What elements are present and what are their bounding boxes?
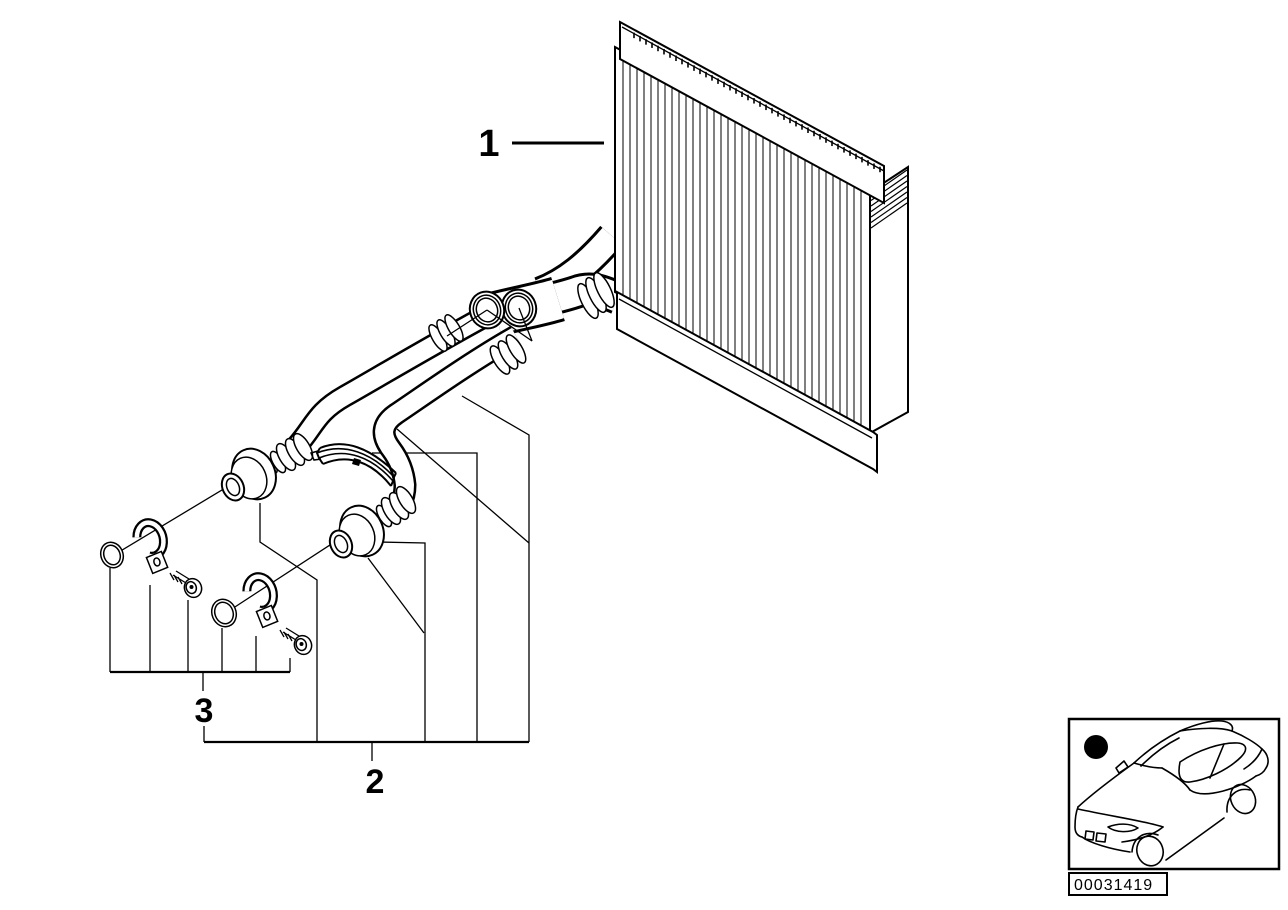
- o-ring-2: [210, 598, 238, 628]
- retaining-clip-1: [132, 518, 169, 575]
- callout-2-label: 2: [366, 763, 385, 801]
- top-band-serrations: [633, 32, 881, 173]
- fastener-set: [99, 518, 313, 656]
- heater-core-bottom-band: [616, 290, 878, 474]
- mounting-bracket: [309, 443, 397, 487]
- image-code: 00031419: [1068, 872, 1168, 896]
- location-dot-icon: [1084, 735, 1108, 759]
- retaining-clip-2: [242, 572, 279, 629]
- tube-2-ribbed-end: [375, 485, 417, 528]
- image-code-box: [1068, 872, 1168, 896]
- heater-core-fins: [622, 52, 862, 426]
- car-outline-icon: [1074, 720, 1269, 867]
- callout-3-label: 3: [195, 692, 214, 730]
- pipe-assembly: [220, 225, 625, 559]
- heater-core-side-tank: [869, 165, 909, 435]
- bracket-slot: [352, 458, 361, 466]
- screw-1: [169, 570, 203, 599]
- radiator-inlet-coupling: [577, 271, 615, 320]
- o-ring-1: [99, 541, 125, 569]
- screw-2: [279, 627, 313, 656]
- heater-core: [614, 20, 909, 474]
- car-thumbnail: [1067, 717, 1281, 871]
- heater-core-top-band: [619, 20, 885, 205]
- callout-1-label: 1: [478, 123, 499, 165]
- pipe-end-1: [220, 447, 277, 502]
- leader-lines: [109, 141, 604, 761]
- image-code-text: 00031419: [1074, 877, 1153, 894]
- tube-2-coupling: [489, 334, 527, 375]
- callout-labels: 1 3 2: [195, 123, 500, 801]
- pipe-end-2: [328, 504, 385, 559]
- tube-1-coupling: [428, 314, 464, 352]
